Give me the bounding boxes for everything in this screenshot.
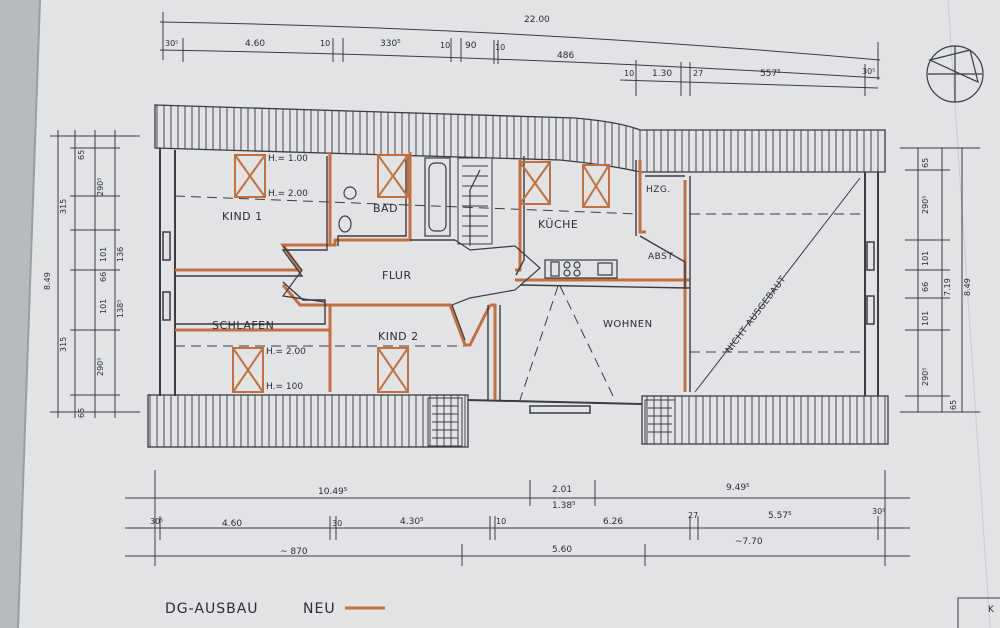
- slope-lines: [174, 195, 865, 401]
- bottom-dim-r2-8: 30⁵: [872, 507, 886, 516]
- room-label-bad: BAD: [373, 202, 399, 215]
- left-dim-outer-4: 290⁵: [96, 357, 105, 376]
- bottom-dim-r2-5: 6.26: [603, 517, 624, 527]
- top-dim-1: 4.60: [245, 39, 266, 49]
- top-dim-9: 1.30: [652, 69, 673, 79]
- roof-top-strip: [154, 104, 886, 173]
- right-dim-total: 8.49: [963, 278, 972, 296]
- paper-crease: [947, 0, 991, 628]
- bottom-dim-r2-3: 4.30⁵: [400, 517, 424, 527]
- flur-outline: [281, 239, 541, 341]
- right-dim-inner-1: 290⁵: [921, 195, 930, 214]
- top-dimension-chain: [159, 12, 881, 96]
- bottom-dim-r3-0: ~ 870: [280, 547, 308, 557]
- room-label-kueche: KÜCHE: [538, 218, 579, 231]
- top-dim-10: 27: [693, 69, 704, 78]
- window-height-kind1-bottom: H.= 2.00: [268, 189, 308, 199]
- left-dim-inner-4: 315: [59, 336, 68, 352]
- top-dim-6: 10: [495, 43, 506, 52]
- bottom-dim-r1-3: 9.49⁵: [726, 483, 750, 493]
- unfinished-area: [694, 177, 861, 393]
- room-label-schlafen: SCHLAFEN: [212, 319, 275, 332]
- top-dim-11: 557⁵: [760, 69, 781, 79]
- legend-label: NEU: [303, 601, 336, 617]
- top-dim-5: 90: [465, 41, 477, 51]
- left-dim-inner-1: 101: [99, 246, 108, 262]
- left-dim-outer-3: 138⁵: [116, 299, 125, 318]
- right-dim-inner-3: 66: [921, 281, 930, 292]
- left-dim-total: 8.49: [43, 272, 52, 290]
- right-dim-sub: 7.19: [943, 278, 952, 296]
- left-dim-outer-5: 65: [77, 407, 86, 418]
- top-dim-4: 10: [440, 41, 451, 50]
- bottom-dim-r3-2: ~7.70: [735, 537, 763, 547]
- drawing-title: DG-AUSBAU: [165, 601, 259, 617]
- right-dim-inner-4: 101: [921, 310, 930, 326]
- right-dim-inner-2: 101: [921, 250, 930, 266]
- bathroom-fixtures: [338, 157, 451, 237]
- paper-fold: [17, 0, 41, 628]
- left-dim-outer-1: 290⁵: [96, 177, 105, 196]
- room-label-hzg: HZG.: [646, 185, 671, 195]
- window-height-kind1-top: H.= 1.00: [268, 154, 308, 164]
- left-dim-outer-2: 136: [116, 246, 125, 262]
- bottom-dim-r3-1: 5.60: [552, 545, 573, 555]
- top-dim-0: 30⁵: [165, 39, 179, 48]
- right-dim-inner-5: 290⁵: [921, 367, 930, 386]
- staircase: [427, 157, 676, 447]
- bottom-dim-r1-0: 10.49⁵: [318, 487, 348, 497]
- bottom-dim-r2-1: 4.60: [222, 519, 243, 529]
- top-dim-2: 10: [320, 39, 331, 48]
- left-dim-inner-2: 66: [99, 271, 108, 282]
- top-dim-total: 22.00: [524, 15, 550, 25]
- right-dim-inner-6: 65: [949, 399, 958, 410]
- bottom-dimension-chains: [125, 470, 910, 566]
- left-dim-inner-0: 315: [59, 198, 68, 214]
- room-label-kind1: KIND 1: [222, 210, 263, 223]
- window-height-schlafen-top: H.= 2.00: [266, 347, 306, 357]
- bottom-dim-r1-2: 1.38⁵: [552, 501, 576, 511]
- room-label-kind2: KIND 2: [378, 330, 419, 343]
- bottom-dim-r1-1: 2.01: [552, 485, 573, 495]
- left-dimension-chains: [50, 130, 140, 418]
- top-dim-12: 30⁵: [862, 67, 876, 76]
- side-windows: [162, 231, 875, 414]
- roof-bottom-strip: [147, 394, 889, 448]
- right-dim-inner-0: 65: [921, 157, 930, 168]
- left-dim-inner-3: 101: [99, 298, 108, 314]
- bottom-dim-r2-4: 10: [496, 517, 507, 526]
- kitchen-counter: [544, 259, 618, 279]
- bottom-dim-r2-2: 30: [332, 519, 343, 528]
- outer-walls: [159, 148, 879, 405]
- right-dimension-chains: [900, 147, 980, 413]
- roof-windows: [232, 154, 610, 393]
- bottom-dim-r2-0: 30⁵: [150, 517, 164, 526]
- window-height-schlafen-bottom: H.= 100: [266, 382, 304, 392]
- room-label-wohnen: WOHNEN: [603, 319, 653, 330]
- bottom-dim-r2-6: 27: [688, 511, 699, 520]
- corner-label: K: [988, 605, 994, 615]
- room-label-flur: FLUR: [382, 269, 412, 282]
- top-dim-8: 10: [624, 69, 635, 78]
- top-dim-7: 486: [557, 51, 575, 61]
- bottom-dim-r2-7: 5.57⁵: [768, 511, 792, 521]
- room-label-abst: ABST: [648, 252, 674, 262]
- corner-box: [957, 597, 1000, 628]
- top-dim-3: 330⁵: [380, 39, 401, 49]
- north-arrow-icon: [926, 45, 984, 103]
- left-dim-outer-0: 65: [77, 149, 86, 160]
